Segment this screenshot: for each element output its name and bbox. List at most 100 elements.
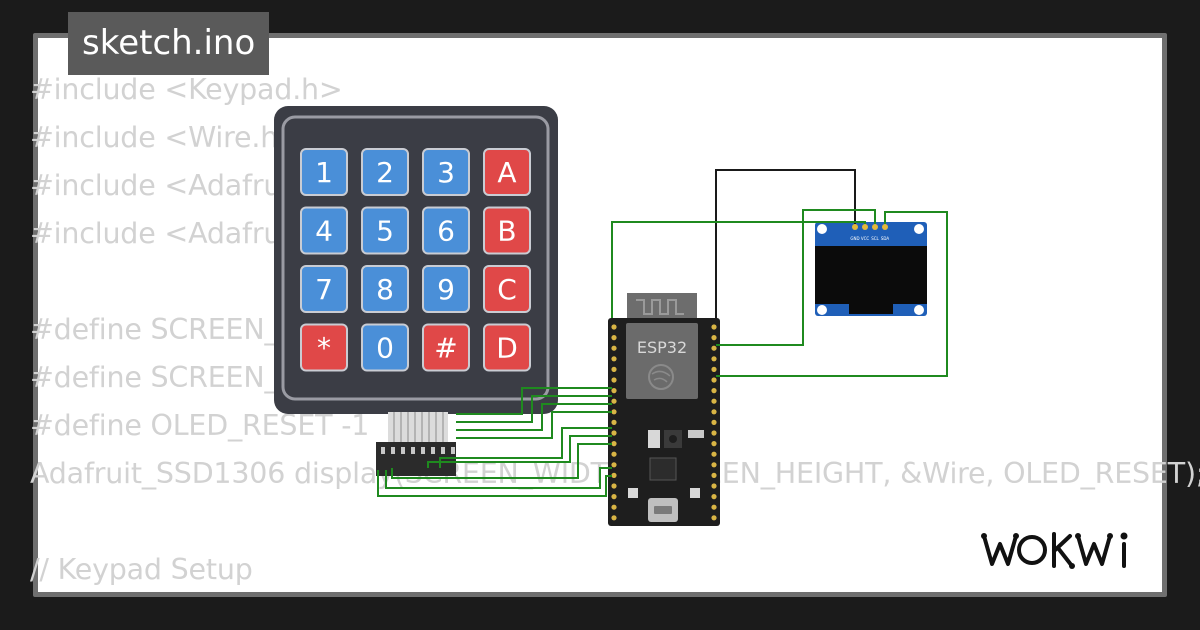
esp32-pin: [611, 324, 617, 330]
keypad-key-label: *: [317, 332, 331, 365]
esp32-pin: [711, 398, 717, 404]
keypad-key-label: 1: [315, 156, 333, 189]
en-button[interactable]: [690, 488, 700, 498]
esp32-pin: [711, 504, 717, 510]
keypad-key[interactable]: B: [483, 206, 531, 255]
esp32-pin: [611, 366, 617, 372]
esp32-pin: [611, 356, 617, 362]
esp32-pin: [611, 419, 617, 425]
file-tab[interactable]: sketch.ino: [68, 12, 270, 75]
esp32-pin: [711, 462, 717, 468]
keypad-key[interactable]: 9: [422, 265, 470, 313]
keypad-key-label: A: [497, 156, 516, 189]
keypad-key[interactable]: 5: [361, 206, 409, 255]
esp32-pin: [711, 494, 717, 500]
esp32-pin: [611, 430, 617, 436]
esp32-pin: [611, 409, 617, 415]
oled-pin-label: SCL: [871, 236, 879, 241]
keypad-wire: [456, 403, 612, 431]
keypad-key[interactable]: 2: [361, 148, 409, 196]
esp32-pin: [611, 398, 617, 404]
esp32-pin: [611, 504, 617, 510]
keypad-key-label: #: [434, 332, 457, 365]
keypad-key-label: B: [497, 215, 516, 248]
esp32-pin: [711, 335, 717, 341]
keypad-border: [281, 115, 550, 401]
keypad-key[interactable]: *: [300, 323, 348, 372]
esp32-pins-left: [611, 324, 617, 521]
keypad-wire: [456, 411, 612, 439]
espressif-logo-icon: [648, 364, 674, 390]
keypad-key[interactable]: #: [422, 323, 470, 372]
keypad-key[interactable]: 1: [300, 148, 348, 196]
oled-screen: [815, 246, 927, 304]
esp32-component: [648, 430, 660, 448]
esp32-pin: [611, 335, 617, 341]
wires: [377, 169, 948, 497]
boot-button[interactable]: [628, 488, 638, 498]
keypad-connector: [376, 412, 456, 476]
esp32-pin: [611, 515, 617, 521]
oled-pin-label: SDA: [881, 236, 890, 241]
keypad-key-label: 0: [376, 332, 394, 365]
oled-display[interactable]: GND VCC SCL SDA: [815, 222, 927, 316]
esp32-pin: [711, 388, 717, 394]
esp32-pin: [711, 451, 717, 457]
keypad-key[interactable]: A: [483, 148, 531, 196]
keypad-key-label: 8: [376, 273, 394, 306]
esp32-pin: [611, 388, 617, 394]
esp32-pin: [711, 483, 717, 489]
esp32-pin: [711, 515, 717, 521]
esp32-pin: [611, 345, 617, 351]
keypad-key-label: 7: [315, 273, 333, 306]
esp32-pin: [711, 430, 717, 436]
esp32-pin: [711, 441, 717, 447]
esp32-pin: [711, 345, 717, 351]
keypad-wire: [456, 387, 612, 415]
keypad-key[interactable]: 6: [422, 206, 470, 255]
code-line: #define OLED_RESET -1: [30, 409, 370, 442]
esp32-pin: [711, 419, 717, 425]
keypad-key-label: 4: [315, 215, 333, 248]
keypad-key[interactable]: 7: [300, 265, 348, 313]
keypad-key[interactable]: 8: [361, 265, 409, 313]
esp32-pin: [611, 451, 617, 457]
keypad-key[interactable]: C: [483, 265, 531, 313]
keypad-wire: [391, 443, 612, 479]
wire-sda: [716, 211, 948, 377]
esp32-pin: [611, 441, 617, 447]
esp32-label: ESP32: [637, 338, 687, 357]
wire-vcc: [611, 221, 866, 318]
esp32-pin: [611, 494, 617, 500]
esp32-pin: [611, 483, 617, 489]
keypad-key[interactable]: D: [483, 323, 531, 372]
esp32-pin: [711, 356, 717, 362]
esp32-pin: [611, 472, 617, 478]
esp32-pins-right: [711, 324, 717, 521]
keypad-wire: [377, 470, 612, 497]
wokwi-logo: [978, 526, 1150, 574]
keypad-key[interactable]: 3: [422, 148, 470, 196]
esp32-pin: [611, 377, 617, 383]
keypad-key-label: 9: [437, 273, 455, 306]
esp32-pin: [711, 377, 717, 383]
keypad-key-label: 6: [437, 215, 455, 248]
wire-gnd: [715, 169, 856, 318]
keypad-key-label: 5: [376, 215, 394, 248]
code-line: // Keypad Setup: [30, 553, 253, 586]
keypad-wire: [427, 435, 612, 468]
keypad-key[interactable]: 0: [361, 323, 409, 372]
code-line: #include <Keypad.h>: [30, 73, 343, 106]
oled-pin-label: GND: [850, 236, 859, 241]
esp32-pin: [711, 324, 717, 330]
keypad-wire: [456, 395, 612, 423]
keypad-key-label: 3: [437, 156, 455, 189]
usb-uart-chip: [649, 457, 677, 481]
esp32-pin: [711, 472, 717, 478]
keypad-key[interactable]: 4: [300, 206, 348, 255]
esp32-board[interactable]: ESP32: [608, 293, 720, 526]
keypad-key-label: D: [496, 332, 518, 365]
esp32-module: [626, 323, 698, 399]
